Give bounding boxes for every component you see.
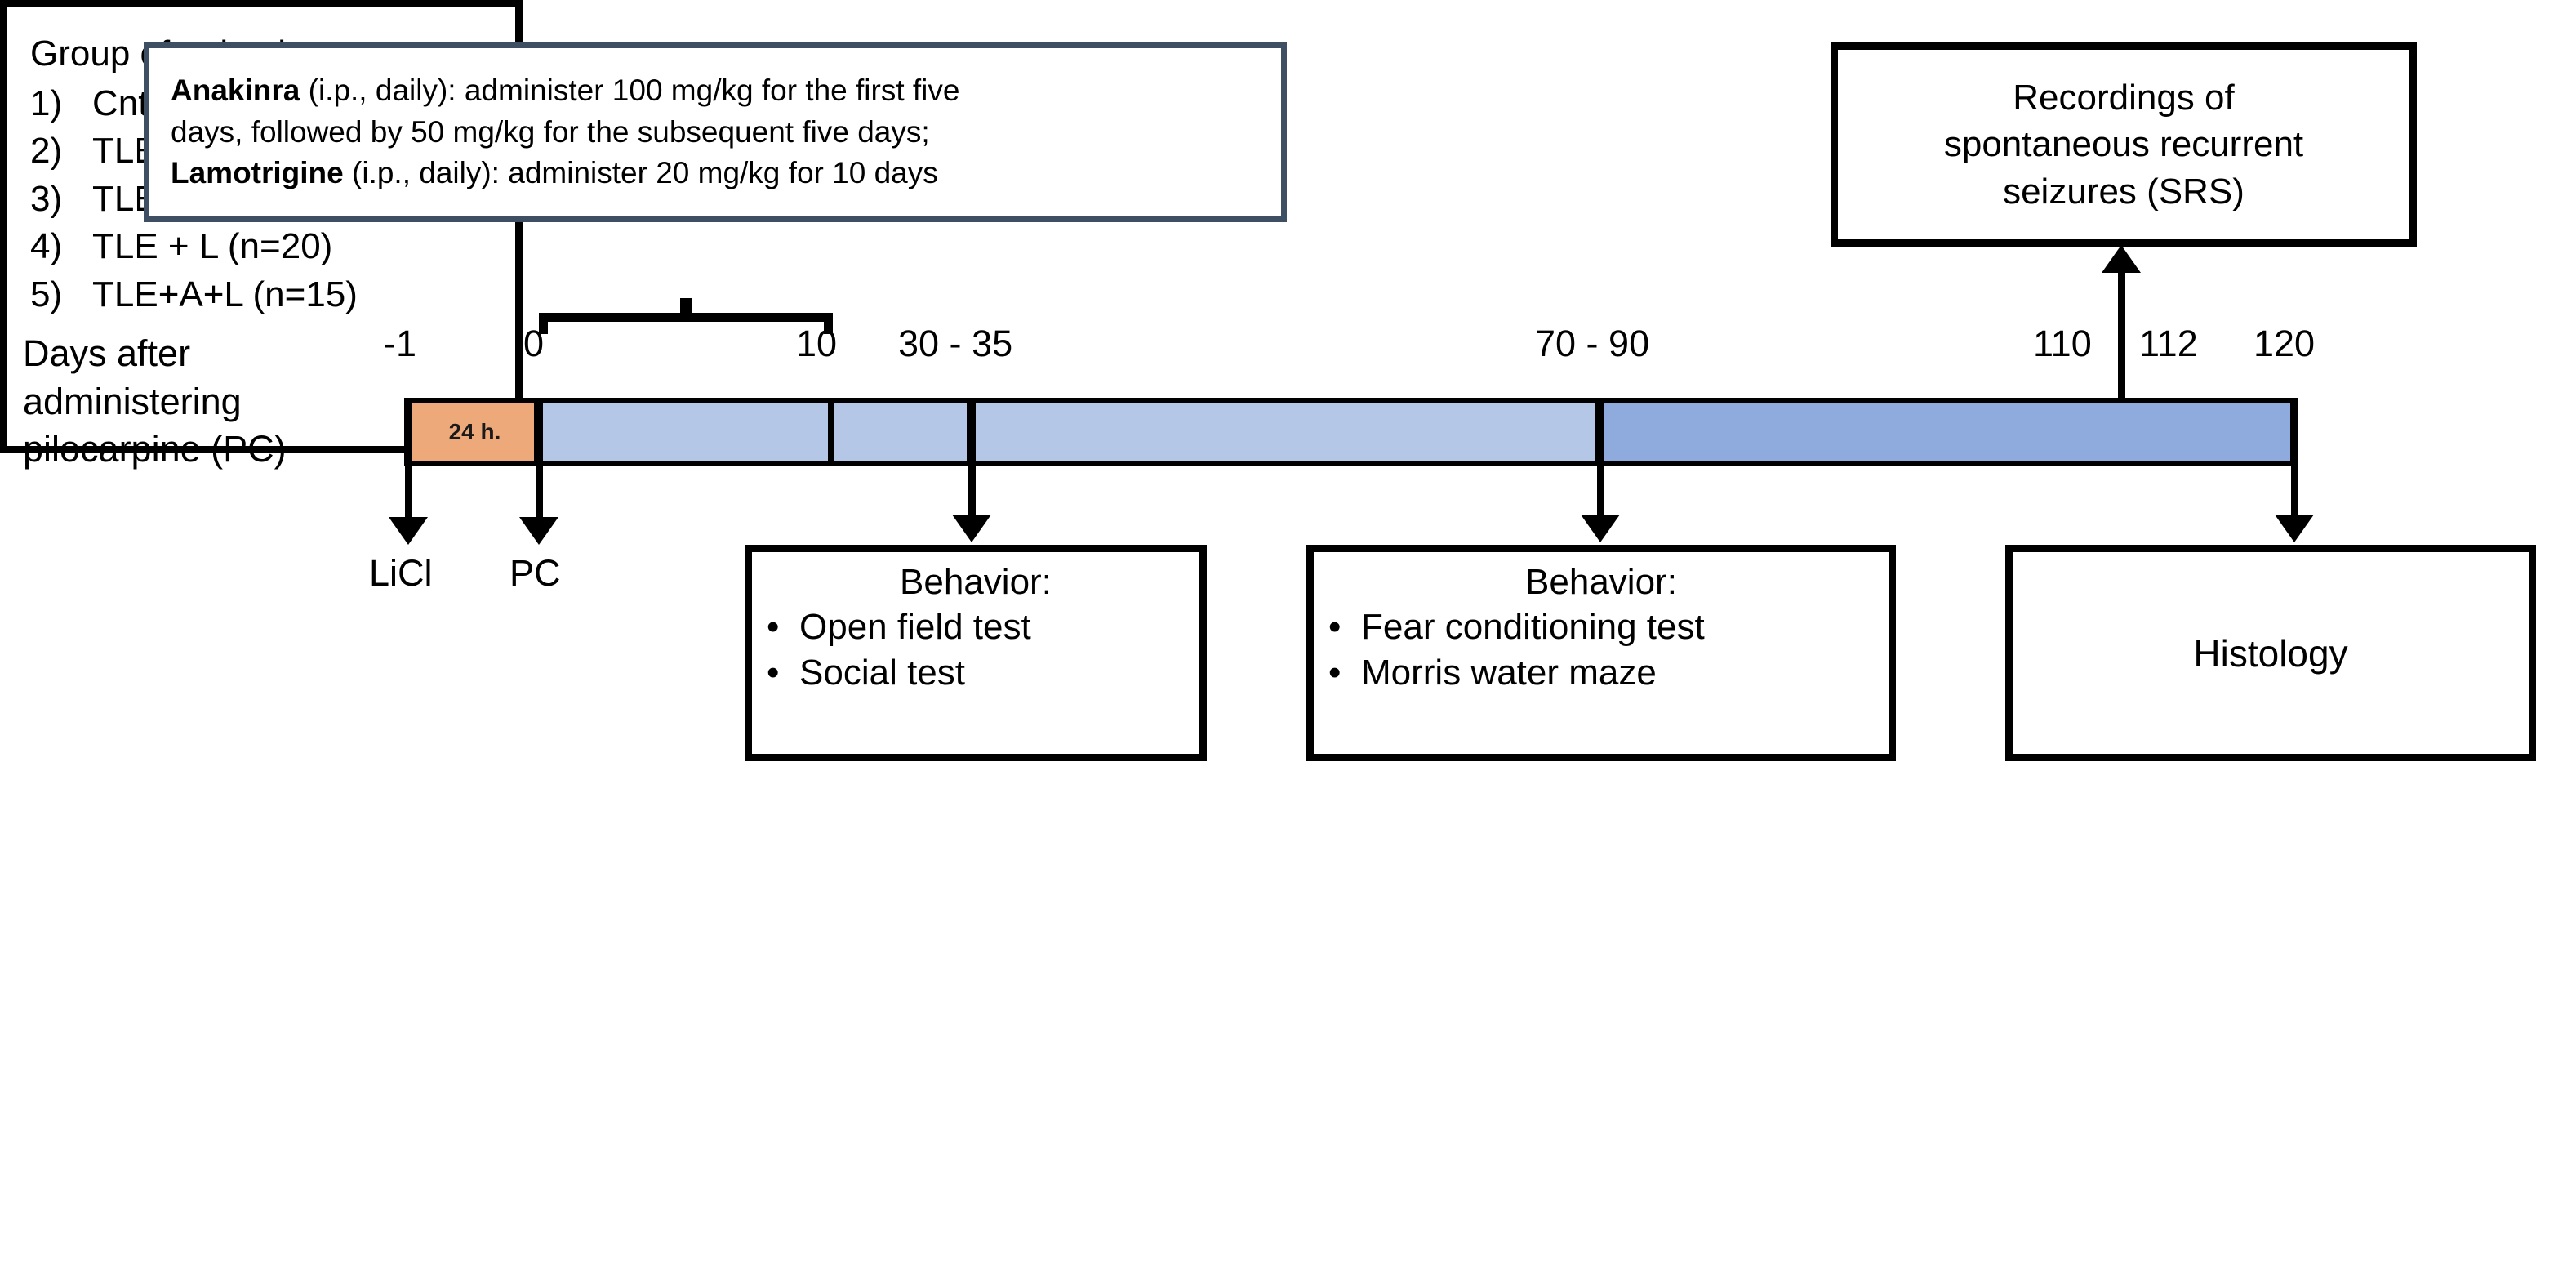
- behavior-late-item-1: Fear conditioning test: [1361, 607, 1705, 647]
- srs-recordings-box: Recordings of spontaneous recurrent seiz…: [1831, 42, 2417, 247]
- behavior-early-item-1: Open field test: [799, 607, 1031, 647]
- drug-name-anakinra: Anakinra: [171, 73, 300, 107]
- drug-administration-bracket: [539, 298, 833, 334]
- behavior2-arrow-head-icon: [1581, 515, 1620, 542]
- timeline-segment-chronic: [1600, 398, 2297, 466]
- list-item: • Open field test: [767, 604, 1185, 650]
- tick-label-70-90: 70 - 90: [1535, 323, 1650, 364]
- bracket-right-tip: [824, 313, 833, 334]
- behavior-box-late-title: Behavior:: [1525, 562, 1677, 602]
- group-number-5: 5): [30, 274, 63, 314]
- behavior2-arrow-line: [1597, 398, 1604, 516]
- axis-caption-line-1: Days after: [23, 332, 191, 374]
- axis-caption-line-2: administering: [23, 380, 242, 422]
- segment-label-24h: 24 h.: [448, 419, 501, 444]
- timeline-segment-latent-late: [972, 398, 1600, 466]
- axis-caption-line-3: pilocarpine (PC): [23, 428, 287, 470]
- treatment-line-3: Lamotrigine (i.p., daily): administer 20…: [171, 153, 1260, 194]
- timeline-segment-treatment: [539, 398, 833, 466]
- histology-box: Histology: [2005, 545, 2536, 761]
- tick-label-10: 10: [796, 323, 838, 364]
- group-label-4: TLE + L (n=20): [92, 226, 333, 267]
- histology-arrow-line: [2291, 398, 2298, 516]
- list-item: 5) TLE+A+L (n=15): [30, 271, 515, 319]
- bullet-icon: •: [1328, 607, 1341, 647]
- tick-label-120: 120: [2253, 323, 2316, 364]
- group-number-4: 4): [30, 226, 63, 267]
- srs-line-1: Recordings of: [2013, 78, 2235, 118]
- treatment-line-1: Anakinra (i.p., daily): administer 100 m…: [171, 70, 1260, 112]
- licl-arrow-head-icon: [389, 517, 428, 545]
- treatment-line-2: days, followed by 50 mg/kg for the subse…: [171, 112, 1260, 154]
- timeline-axis-caption: Days after administering pilocarpine (PC…: [23, 330, 374, 474]
- group-label-5: TLE+A+L (n=15): [92, 274, 358, 314]
- treatment-line-2-text: days, followed by 50 mg/kg for the subse…: [171, 114, 930, 149]
- tick-label-30-35: 30 - 35: [898, 323, 1013, 364]
- bullet-icon: •: [1328, 653, 1341, 693]
- tick-label-0: 0: [523, 323, 545, 364]
- behavior1-arrow-line: [968, 398, 976, 516]
- behavior-late-item-2: Morris water maze: [1361, 653, 1657, 693]
- tick-label-110: 110: [2033, 323, 2092, 364]
- timeline-segment-acute-24h: 24 h.: [404, 398, 539, 466]
- histology-arrow-head-icon: [2275, 515, 2314, 542]
- list-item: • Morris water maze: [1328, 650, 1874, 696]
- tick-label-112: 112: [2139, 323, 2198, 364]
- histology-label: Histology: [2193, 631, 2348, 675]
- timeline-divider-day10: [828, 398, 834, 466]
- treatment-protocol-box: Anakinra (i.p., daily): administer 100 m…: [144, 42, 1287, 222]
- bullet-icon: •: [767, 607, 780, 647]
- behavior-box-early-title: Behavior:: [900, 562, 1052, 602]
- event-label-pc: PC: [509, 552, 561, 594]
- tick-label-minus1: -1: [384, 323, 417, 364]
- bracket-bar: [539, 313, 833, 322]
- behavior-box-late: Behavior: • Fear conditioning test • Mor…: [1306, 545, 1896, 761]
- srs-arrow-head-icon: [2102, 245, 2141, 273]
- study-timeline-bar: 24 h.: [404, 398, 2297, 466]
- group-number-2: 2): [30, 131, 63, 172]
- behavior-early-item-2: Social test: [799, 653, 965, 693]
- licl-arrow-line: [405, 398, 412, 522]
- list-item: • Social test: [767, 650, 1185, 696]
- drug-name-lamotrigine: Lamotrigine: [171, 156, 344, 190]
- animal-groups-box: Group of animals: 1) Cntr (n=24) 2) TLE …: [0, 0, 523, 453]
- treatment-line-1-text: (i.p., daily): administer 100 mg/kg for …: [300, 73, 960, 107]
- bracket-left-tip: [539, 313, 548, 334]
- timeline-segment-latent-early: [833, 398, 972, 466]
- treatment-line-3-text: (i.p., daily): administer 20 mg/kg for 1…: [343, 156, 938, 190]
- list-item: • Fear conditioning test: [1328, 604, 1874, 650]
- bullet-icon: •: [767, 653, 780, 693]
- pc-arrow-head-icon: [519, 517, 558, 545]
- event-label-licl: LiCl: [369, 552, 433, 594]
- behavior1-arrow-head-icon: [952, 515, 991, 542]
- pc-arrow-line: [536, 398, 543, 522]
- behavior-box-early: Behavior: • Open field test • Social tes…: [745, 545, 1207, 761]
- bracket-stub: [680, 298, 692, 314]
- group-number-3: 3): [30, 178, 63, 219]
- group-number-1: 1): [30, 82, 63, 123]
- srs-line-2: spontaneous recurrent: [1943, 124, 2304, 165]
- srs-line-3: seizures (SRS): [2003, 171, 2245, 212]
- srs-arrow-line: [2118, 270, 2125, 400]
- list-item: 4) TLE + L (n=20): [30, 223, 515, 271]
